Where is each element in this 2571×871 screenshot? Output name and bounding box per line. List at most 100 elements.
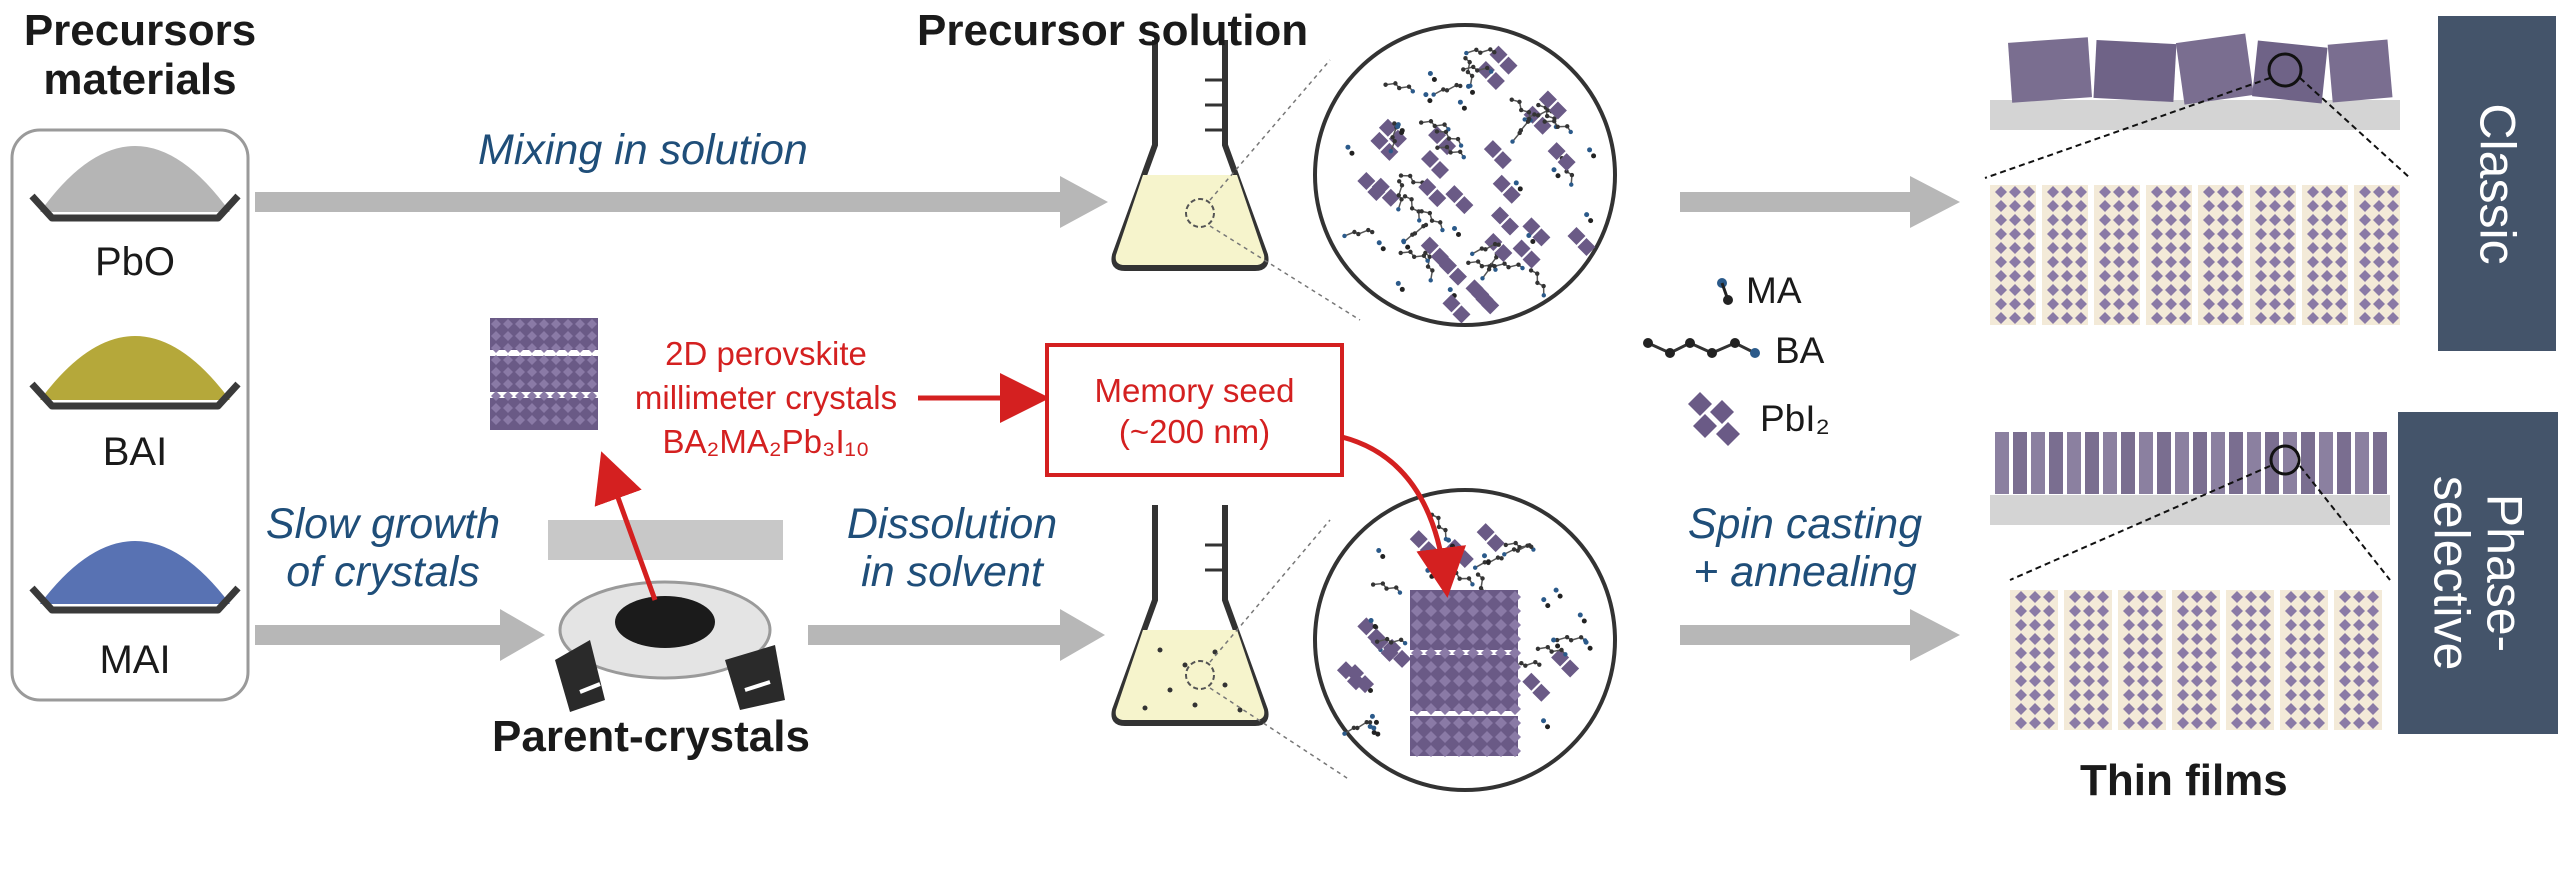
lattice-octahedron [2097,591,2109,603]
ba-atom [1488,47,1493,52]
lattice-octahedron [2069,647,2081,659]
lattice-octahedron [2179,228,2191,240]
lattice-octahedron [491,391,501,401]
ba-atom [1554,637,1560,643]
lattice-octahedron [2245,675,2257,687]
lattice-octahedron [527,343,537,353]
lattice-octahedron [563,343,573,353]
lattice-octahedron [539,355,549,365]
ma-atom [1584,212,1590,218]
ba-atom [1542,119,1547,124]
lattice-octahedron [2165,270,2177,282]
lattice-octahedron [2113,270,2125,282]
lattice-octahedron [2099,298,2111,310]
lattice-octahedron [1453,647,1465,659]
lattice-octahedron [2177,675,2189,687]
lattice-octahedron [1439,647,1451,659]
ma-atom [1530,239,1536,245]
ma-atom [1429,573,1435,579]
lattice-octahedron [2191,619,2203,631]
lattice-octahedron [2313,717,2325,729]
lattice-octahedron [2353,675,2365,687]
lattice-octahedron [2177,703,2189,715]
lattice-octahedron [587,367,597,377]
lattice-octahedron [587,355,597,365]
lattice-octahedron [2083,717,2095,729]
pbi2-molecule [1548,101,1567,120]
lattice-octahedron [1439,619,1451,631]
lattice-octahedron [1467,647,1479,659]
pbi2-molecule [1393,649,1412,668]
lattice-octahedron [1411,647,1423,659]
lattice-octahedron [2285,661,2297,673]
lattice-octahedron [2061,186,2073,198]
pbi2-molecule [1448,267,1467,286]
lattice-octahedron [491,367,501,377]
lattice-octahedron [1509,647,1521,659]
lattice-octahedron [2299,675,2311,687]
lattice-octahedron [2123,661,2135,673]
lattice-octahedron [563,367,573,377]
lattice-octahedron [2083,661,2095,673]
lattice-octahedron [2373,228,2385,240]
lattice-octahedron [2205,675,2217,687]
ba-atom [1536,102,1541,108]
lattice-octahedron [2009,186,2021,198]
flask-icon-bottom [1111,505,1269,726]
ba-atom [1410,89,1416,94]
lattice-octahedron [2313,703,2325,715]
lattice-octahedron [2191,661,2203,673]
lattice-octahedron [2321,214,2333,226]
lattice-octahedron [1425,633,1437,645]
ba-atom [1480,276,1485,281]
lattice-octahedron [2047,284,2059,296]
lattice-octahedron [2043,703,2055,715]
lattice-octahedron [575,379,585,389]
lattice-octahedron [2217,256,2229,268]
classic-film-top-icon [1984,33,2411,179]
lattice-octahedron [2231,284,2243,296]
lattice-octahedron [1995,256,2007,268]
lattice-octahedron [2179,270,2191,282]
lattice-octahedron [2255,284,2267,296]
ba-atom [1427,210,1433,216]
ba-atom [1568,129,1573,135]
lattice-octahedron [2097,619,2109,631]
lattice-octahedron [587,391,597,401]
lattice-octahedron [2123,703,2135,715]
lattice-octahedron [2283,200,2295,212]
ma-atom [1581,618,1587,624]
ba-atom [1510,139,1515,144]
lattice-octahedron [2113,284,2125,296]
ba-atom [1528,268,1534,273]
lattice-octahedron [2123,633,2135,645]
ba-atom [1397,179,1402,184]
ba-atom [1370,582,1376,587]
lattice-octahedron [1481,647,1493,659]
lattice-octahedron [2205,619,2217,631]
lattice-octahedron [2359,214,2371,226]
ba-atom [1520,265,1525,271]
lattice-octahedron [539,367,549,377]
lattice-octahedron [2353,647,2365,659]
ba-atom [1525,543,1530,548]
aligned-domain [2301,432,2315,494]
ma-atom [1551,637,1557,643]
lattice-octahedron [2009,312,2021,324]
lattice-octahedron [2075,186,2087,198]
aligned-domain [2157,432,2171,494]
lattice-octahedron [1481,675,1493,687]
lattice-octahedron [2203,242,2215,254]
lattice-octahedron [515,355,525,365]
lattice-octahedron [2387,242,2399,254]
ba-atom [1390,135,1395,140]
lattice-octahedron [1453,605,1465,617]
lattice-octahedron [2255,228,2267,240]
lattice-octahedron [2269,242,2281,254]
lattice-octahedron [1495,661,1507,673]
lattice-octahedron [2191,591,2203,603]
lattice-octahedron [1453,675,1465,687]
ba-atom [1494,255,1499,260]
lattice-octahedron [2015,633,2027,645]
ba-atom [1564,169,1569,174]
